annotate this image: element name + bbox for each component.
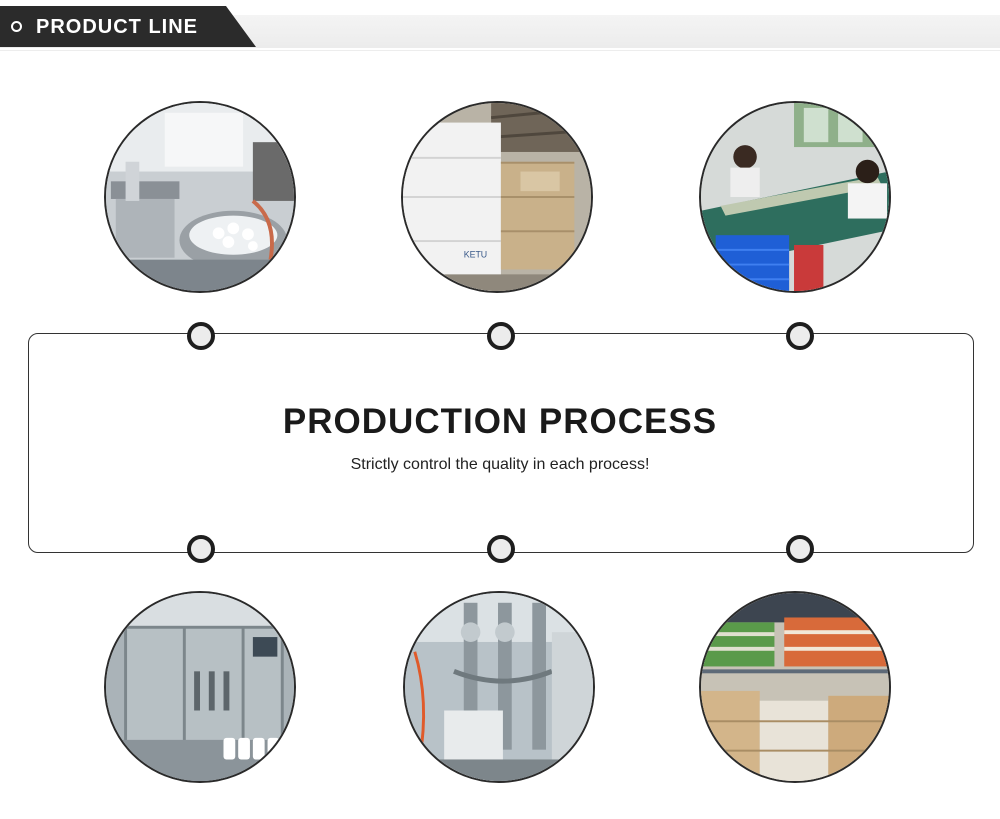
connector-ring-icon bbox=[786, 322, 814, 350]
connector-ring-icon bbox=[487, 322, 515, 350]
photo-assembly-workers bbox=[699, 101, 891, 293]
photo-filling-machine bbox=[104, 101, 296, 293]
process-title: PRODUCTION PROCESS bbox=[282, 402, 718, 441]
workers-photo-icon bbox=[701, 103, 889, 291]
photo-capping-machine bbox=[403, 591, 595, 783]
process-panel bbox=[28, 333, 974, 553]
photo-storage-racks bbox=[699, 591, 891, 783]
storage-photo-icon bbox=[701, 593, 889, 781]
section-title: PRODUCT LINE bbox=[36, 16, 198, 38]
connector-ring-icon bbox=[487, 535, 515, 563]
production-line-photo-icon bbox=[106, 593, 294, 781]
connector-ring-icon bbox=[187, 535, 215, 563]
header-divider bbox=[0, 50, 1000, 51]
connector-ring-icon bbox=[786, 535, 814, 563]
photo-warehouse-boxes: KETU bbox=[401, 101, 593, 293]
capping-machine-photo-icon bbox=[405, 593, 593, 781]
connector-ring-icon bbox=[187, 322, 215, 350]
ring-icon bbox=[11, 21, 22, 32]
photo-production-line bbox=[104, 591, 296, 783]
header-tab bbox=[0, 6, 256, 47]
warehouse-photo-icon: KETU bbox=[403, 103, 591, 291]
process-subtitle: Strictly control the quality in each pro… bbox=[350, 456, 650, 473]
machine-photo-icon bbox=[106, 103, 294, 291]
box-label: KETU bbox=[464, 250, 487, 260]
